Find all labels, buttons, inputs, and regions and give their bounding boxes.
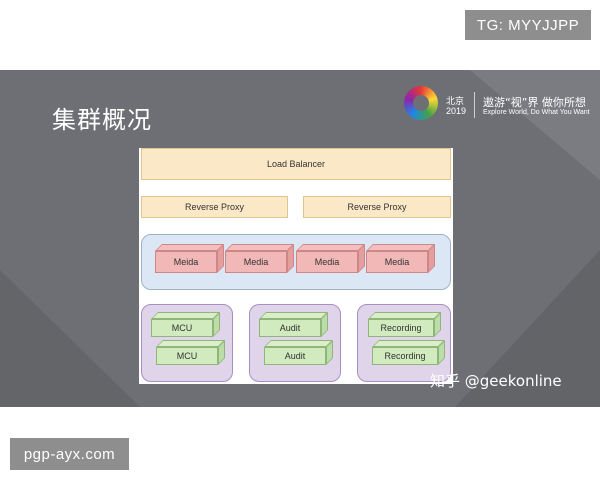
site-tag: pgp-ayx.com <box>10 438 129 470</box>
node-label: MCU <box>151 319 213 337</box>
node-top-face <box>296 244 365 251</box>
node-top-face <box>156 340 225 347</box>
slide: 集群概况 北京 2019 遨游“视”界 做你所想 Explore World, … <box>0 70 600 407</box>
background-facet <box>0 270 140 407</box>
node-label: Recording <box>368 319 434 337</box>
node-side-face <box>217 244 224 273</box>
mcu-node: MCU <box>151 312 220 337</box>
channel-tag: TG: MYYJJPP <box>465 10 591 40</box>
recording-node: Recording <box>368 312 441 337</box>
event-logo-icon <box>404 86 438 120</box>
event-city: 北京 <box>446 97 465 107</box>
node-label: Recording <box>372 347 438 365</box>
mcu-node: MCU <box>156 340 225 365</box>
media-node: Media <box>225 244 294 273</box>
node-label: Media <box>225 251 287 273</box>
reverse-proxy: Reverse Proxy <box>141 196 288 218</box>
node-top-face <box>259 312 328 319</box>
node-label: Meida <box>155 251 217 273</box>
watermark: 知乎 @geekonline <box>430 372 562 390</box>
load-balancer: Load Balancer <box>141 148 451 180</box>
node-side-face <box>358 244 365 273</box>
node-label: Media <box>296 251 358 273</box>
event-slogan-chinese: 遨游“视”界 做你所想 <box>483 96 586 109</box>
node-label: Media <box>366 251 428 273</box>
media-node: Meida <box>155 244 224 273</box>
node-top-face <box>264 340 333 347</box>
node-label: Audit <box>259 319 321 337</box>
media-node: Media <box>366 244 435 273</box>
node-label: Audit <box>264 347 326 365</box>
slide-title: 集群概况 <box>52 106 152 134</box>
node-top-face <box>155 244 224 251</box>
node-label: MCU <box>156 347 218 365</box>
cluster-diagram: Load Balancer Reverse Proxy Reverse Prox… <box>139 148 453 384</box>
node-side-face <box>287 244 294 273</box>
event-slogan-english: Explore World, Do What You Want <box>483 109 590 116</box>
recording-node: Recording <box>372 340 445 365</box>
event-year: 2019 <box>446 106 467 116</box>
background-facet <box>470 70 600 180</box>
audit-node: Audit <box>259 312 328 337</box>
media-node: Media <box>296 244 365 273</box>
node-top-face <box>366 244 435 251</box>
node-top-face <box>225 244 294 251</box>
audit-node: Audit <box>264 340 333 365</box>
node-side-face <box>428 244 435 273</box>
node-top-face <box>368 312 441 319</box>
background-facet <box>455 250 600 407</box>
divider <box>474 92 475 118</box>
node-top-face <box>372 340 445 347</box>
node-top-face <box>151 312 220 319</box>
reverse-proxy: Reverse Proxy <box>303 196 451 218</box>
